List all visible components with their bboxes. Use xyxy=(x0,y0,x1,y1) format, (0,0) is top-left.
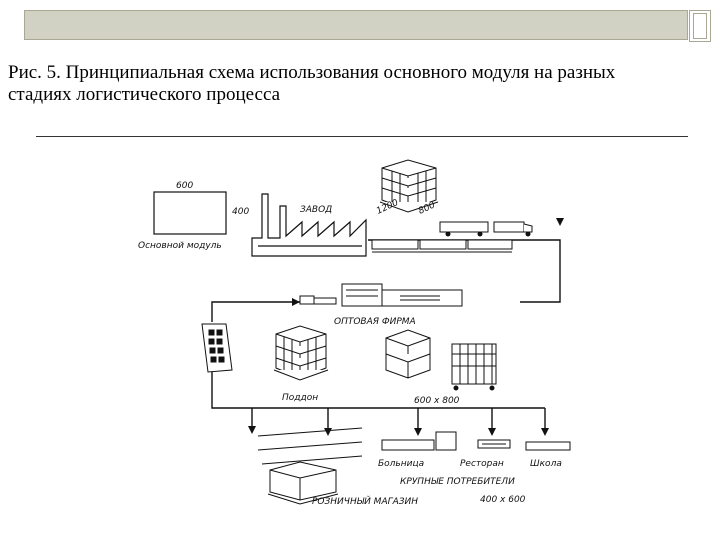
arrow-head xyxy=(414,428,422,436)
keypad-icon xyxy=(201,323,233,373)
hospital-label: Больница xyxy=(378,459,424,469)
arrow-head xyxy=(292,298,300,306)
slide-header-corner xyxy=(689,10,711,42)
retail-label: РОЗНИЧНЫЙ МАГАЗИН xyxy=(312,495,418,507)
size-600x800-label: 600 x 800 xyxy=(414,396,460,406)
size-400x600-label: 400 x 600 xyxy=(480,495,526,505)
arrow-head xyxy=(488,428,496,436)
pallet-stack-icon xyxy=(379,159,439,213)
retail-shelves-icon xyxy=(257,427,363,505)
warehouse-icon xyxy=(299,283,463,307)
caption-line-1: Рис. 5. Принципиальная схема использован… xyxy=(8,62,616,83)
flow-line-drops xyxy=(327,408,546,432)
basic-module-box xyxy=(153,191,227,235)
module-width-label: 600 xyxy=(176,181,193,191)
box-container-icon xyxy=(381,431,457,451)
caption-divider xyxy=(36,136,688,137)
pallet-stack-icon xyxy=(273,325,329,381)
truck-icon xyxy=(439,221,533,237)
box-container-icon xyxy=(385,329,431,379)
box-container-icon xyxy=(477,439,511,449)
restaurant-label: Ресторан xyxy=(460,459,504,469)
module-height-label: 400 xyxy=(232,207,249,217)
slide-header-bar xyxy=(24,10,688,40)
roll-cage-icon xyxy=(451,343,497,391)
basic-module-label: Основной модуль xyxy=(138,241,222,251)
flow-line-wholesale-to-keypad xyxy=(211,301,300,322)
arrow-head xyxy=(248,426,256,434)
arrow-head xyxy=(324,428,332,436)
train-icon xyxy=(371,239,513,253)
wholesale-label: ОПТОВАЯ ФИРМА xyxy=(334,317,416,327)
figure-caption: Рис. 5. Принципиальная схема использован… xyxy=(8,62,698,106)
pallet-dim-1-label: 1200 xyxy=(375,198,400,217)
arrow-head xyxy=(556,218,564,226)
factory-label: ЗАВОД xyxy=(300,205,332,215)
pallet-label: Поддон xyxy=(282,393,318,403)
box-container-icon xyxy=(525,441,571,451)
caption-line-2: стадиях логистического процесса xyxy=(8,84,281,105)
arrow-head xyxy=(541,428,549,436)
school-label: Школа xyxy=(530,459,562,469)
factory-icon xyxy=(251,193,367,257)
flow-line-main-branch xyxy=(211,372,545,409)
large-consumers-label: КРУПНЫЕ ПОТРЕБИТЕЛИ xyxy=(400,477,515,487)
